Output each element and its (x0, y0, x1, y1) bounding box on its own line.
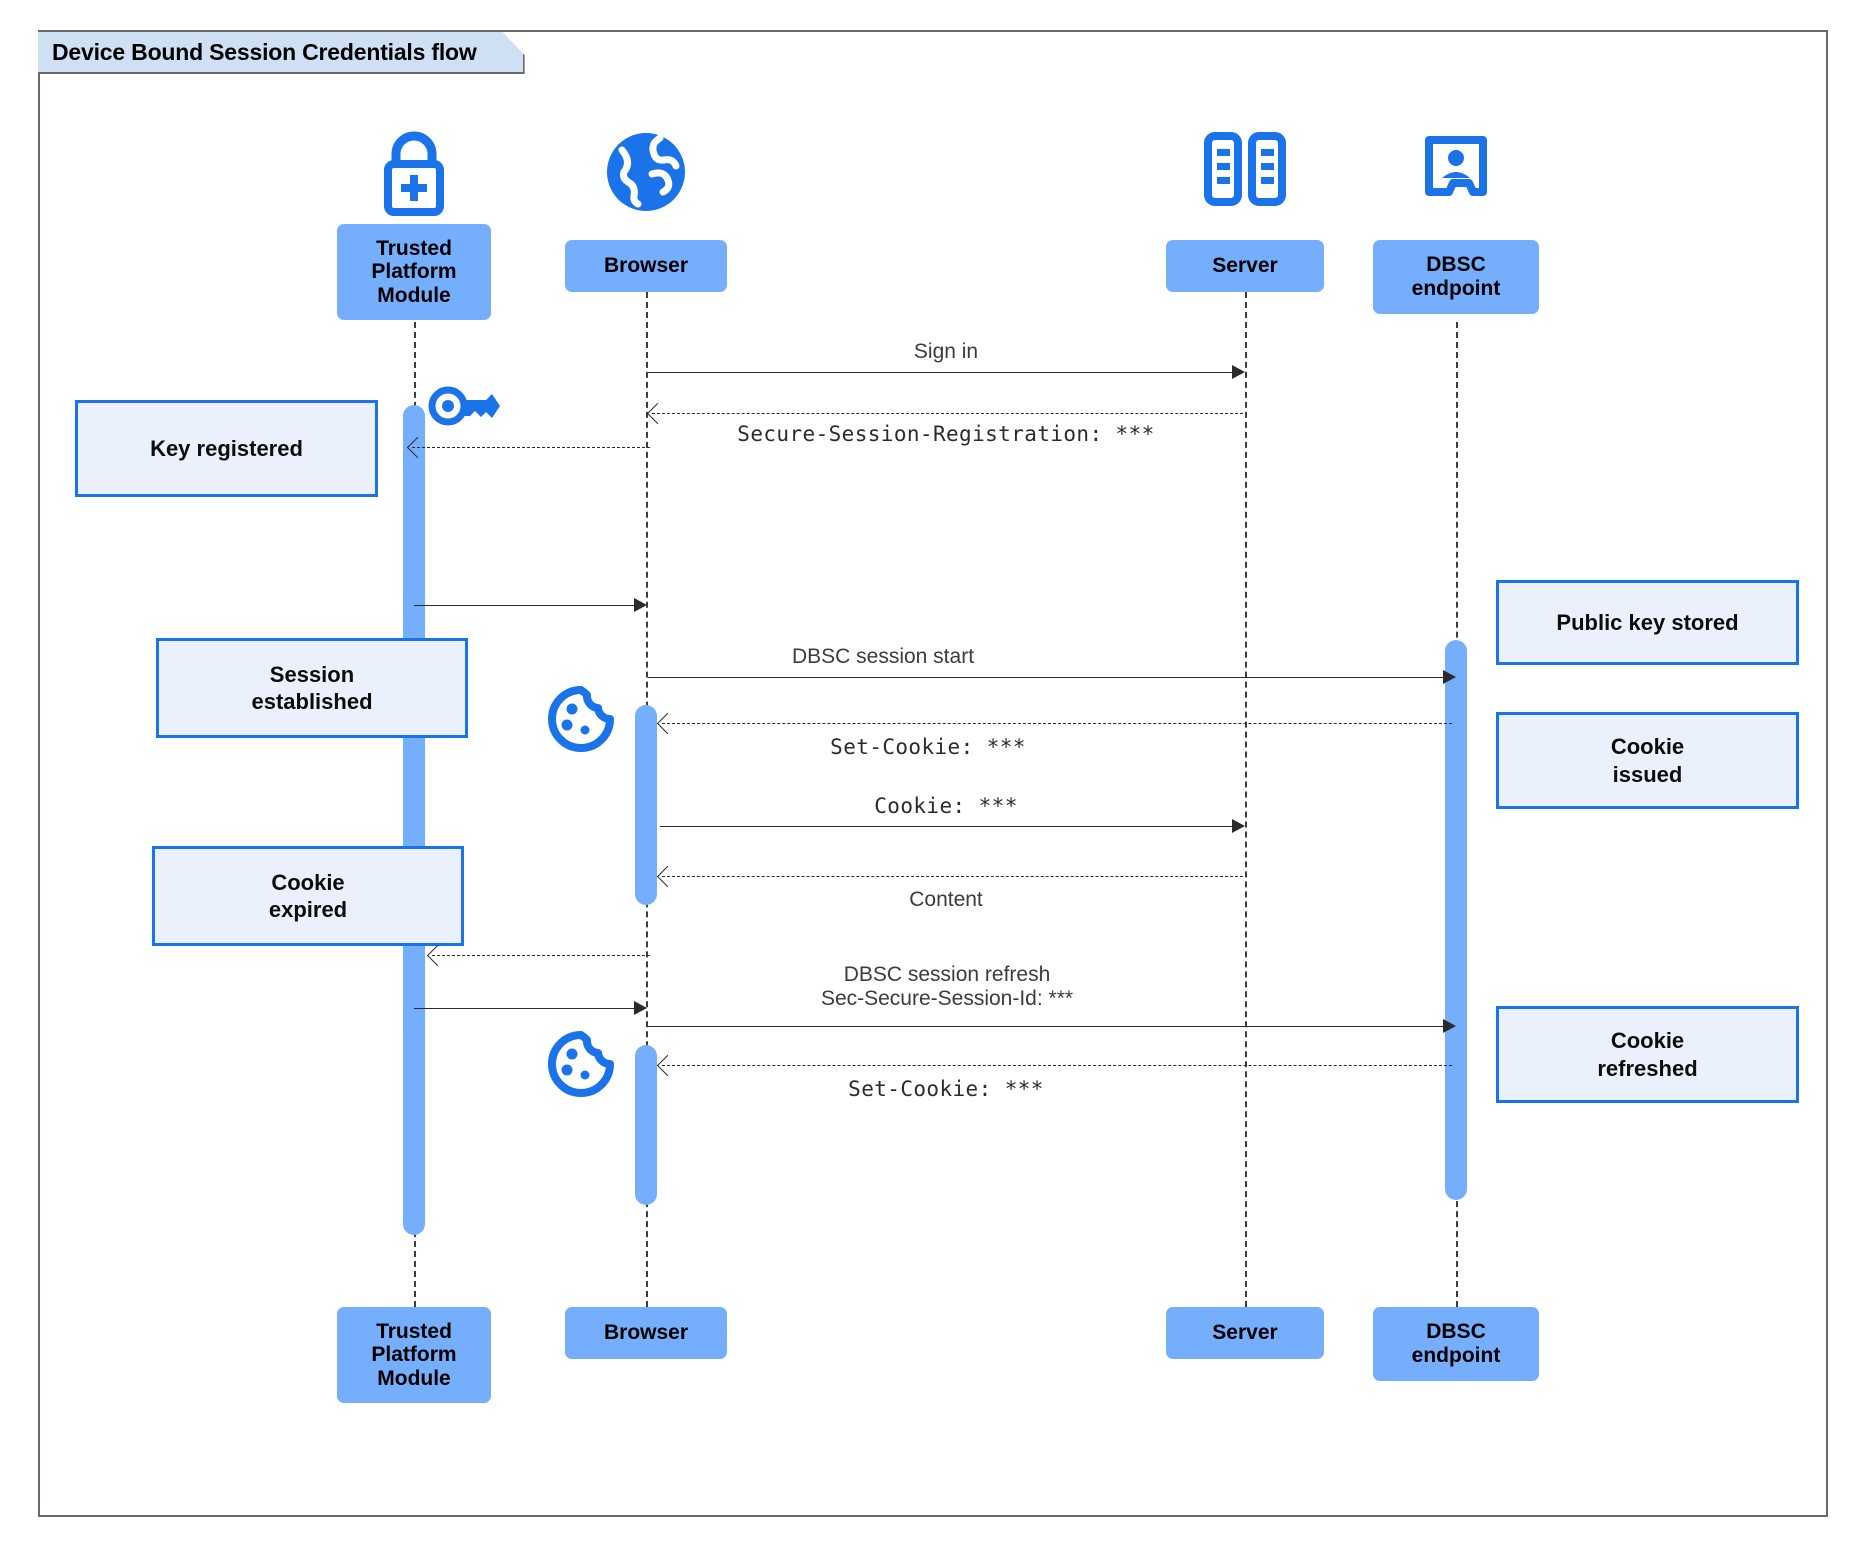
message-label-dbsc-session-refresh: DBSC session refresh Sec-Secure-Session-… (821, 963, 1073, 1011)
arrowhead-tpm-to-browser-refresh (634, 1001, 647, 1015)
note-cookie-refreshed: Cookie refreshed (1496, 1006, 1799, 1103)
participant-browser-top[interactable]: Browser (565, 240, 727, 292)
key-icon (428, 382, 500, 435)
message-line-secure-session-registration (652, 413, 1243, 414)
message-label-set-cookie-1: Set-Cookie: *** (830, 735, 1026, 759)
message-label-secure-session-registration: Secure-Session-Registration: *** (737, 422, 1155, 446)
message-line-content (662, 876, 1243, 877)
message-label-sign-in: Sign in (913, 340, 979, 363)
activation-browser-2 (635, 1045, 657, 1205)
note-cookie-refreshed-line2: refreshed (1597, 1055, 1698, 1081)
message-line-dbsc-refresh (648, 1026, 1446, 1027)
note-cookie-expired-line2: expired (268, 897, 348, 922)
arrowhead-cookie-request (1232, 819, 1245, 833)
activation-browser-1 (635, 705, 657, 905)
note-public-key-stored: Public key stored (1496, 580, 1799, 665)
note-cookie-issued: Cookie issued (1496, 712, 1799, 809)
arrowhead-dbsc-refresh (1443, 1019, 1456, 1033)
note-public-key-stored-text: Public key stored (1556, 609, 1739, 635)
note-session-established-line1: Session (269, 661, 355, 687)
note-key-registered-text: Key registered (150, 435, 303, 461)
dbsc-label-bottom-line1: DBSC (1426, 1320, 1486, 1344)
participant-tpm-bottom[interactable]: Trusted Platform Module (337, 1307, 491, 1403)
note-cookie-issued-line1: Cookie (1610, 734, 1685, 759)
message-line-register-key-to-tpm (412, 447, 650, 448)
note-session-established-line2: established (251, 689, 373, 714)
participant-dbsc-top[interactable]: DBSC endpoint (1373, 240, 1539, 314)
message-label-dbsc-session-start: DBSC session start (791, 645, 975, 668)
message-line-set-cookie-1 (662, 723, 1452, 724)
note-cookie-expired-line1: Cookie (271, 869, 345, 895)
dbsc-label-line1: DBSC (1426, 253, 1486, 277)
server-rack-icon (1202, 132, 1288, 215)
browser-label: Browser (603, 254, 689, 278)
note-cookie-issued-line2: issued (1612, 761, 1683, 787)
server-label-bottom: Server (1212, 1321, 1278, 1345)
message-line-cookie-request (660, 826, 1233, 827)
participant-tpm-top[interactable]: Trusted Platform Module (337, 224, 491, 320)
activation-tpm (403, 405, 425, 1235)
message-label-set-cookie-2: Set-Cookie: *** (848, 1077, 1044, 1101)
message-label-cookie-request: Cookie: *** (874, 794, 1018, 818)
globe-icon (602, 128, 690, 221)
message-line-browser-to-tpm-expired (432, 955, 650, 956)
arrowhead-sign-in (1232, 365, 1245, 379)
tpm-label-line3: Module (377, 283, 451, 307)
arrowhead-dbsc-session-start (1443, 670, 1456, 684)
participant-server-bottom[interactable]: Server (1166, 1307, 1324, 1359)
message-label-refresh-line1: DBSC session refresh (843, 963, 1051, 986)
lifeline-server (1245, 292, 1247, 1307)
tpm-label-line2: Platform (371, 260, 457, 284)
arrowhead-tpm-to-browser-1 (634, 598, 647, 612)
message-line-dbsc-session-start (648, 677, 1446, 678)
message-line-set-cookie-2 (662, 1065, 1452, 1066)
tpm-label-bottom-line2: Platform (371, 1343, 457, 1367)
dbsc-label-bottom-line2: endpoint (1411, 1344, 1501, 1367)
tpm-label-bottom-line1: Trusted (376, 1319, 452, 1343)
lock-plus-icon (366, 128, 462, 225)
note-key-registered: Key registered (75, 400, 378, 497)
dbsc-label-line2: endpoint (1411, 277, 1501, 300)
participant-browser-bottom[interactable]: Browser (565, 1307, 727, 1359)
message-label-refresh-line2: Sec-Secure-Session-Id: *** (820, 987, 1074, 1010)
server-label: Server (1212, 254, 1278, 278)
diagram-title: Device Bound Session Credentials flow (38, 32, 525, 74)
note-cookie-expired: Cookie expired (152, 846, 464, 946)
participant-dbsc-bottom[interactable]: DBSC endpoint (1373, 1307, 1539, 1381)
id-badge-icon (1421, 132, 1491, 217)
tpm-label-bottom-line3: Module (377, 1366, 451, 1390)
cookie-icon (545, 1030, 617, 1103)
message-line-tpm-to-browser-refresh (414, 1008, 636, 1009)
message-label-content: Content (909, 888, 983, 911)
message-line-tpm-to-browser-1 (414, 605, 636, 606)
note-session-established: Session established (156, 638, 468, 738)
cookie-icon (545, 685, 617, 758)
browser-label-bottom: Browser (603, 1321, 689, 1345)
activation-dbsc-start (1445, 640, 1467, 1200)
message-line-sign-in (648, 372, 1233, 373)
note-cookie-refreshed-line1: Cookie (1610, 1028, 1685, 1053)
participant-server-top[interactable]: Server (1166, 240, 1324, 292)
tpm-label-line1: Trusted (376, 236, 452, 260)
